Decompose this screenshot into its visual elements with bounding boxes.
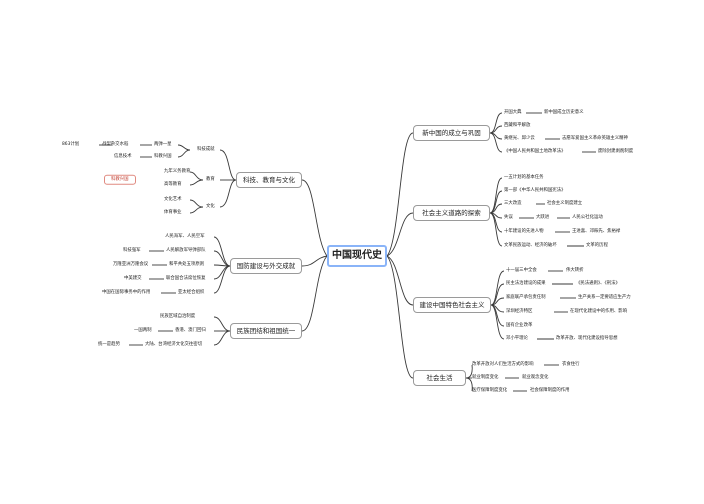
tag-kejiao[interactable]: 科教兴国 [104, 174, 136, 186]
b7-item-2[interactable]: 香港、澳门回归 [175, 327, 206, 333]
b5-subleaf-it[interactable]: 信息技术 [114, 153, 132, 159]
link-center-b4 [386, 255, 414, 379]
branch-b6[interactable]: 国防建设与外交成就 [230, 258, 302, 274]
b6-item-3-leaf[interactable]: 万隆亚洲万隆会议 [113, 261, 149, 267]
b2-item-6-leaf[interactable]: 文革的历程 [586, 242, 608, 248]
b5-item-2-leaf-2[interactable]: 高等教育 [164, 181, 182, 187]
b4-item-2[interactable]: 就业制度变化 [472, 374, 499, 380]
b6-item-2-leaf[interactable]: 科技强军 [123, 247, 141, 253]
b2-item-5[interactable]: 十年建设的先进人物 [504, 228, 544, 234]
b4-item-3-leaf[interactable]: 社会保障制度的作用 [530, 387, 570, 393]
b1-item-3[interactable]: 黄继光、邱少云 [504, 135, 535, 141]
b3-item-2-leaf[interactable]: 《民法通则》、《刑法》 [576, 280, 620, 286]
link-center-b7 [301, 255, 328, 332]
link-center-b1 [386, 132, 414, 257]
b3-item-6-leaf[interactable]: 改革开放、现代化建设指导思想 [556, 335, 618, 341]
b3-item-6[interactable]: 邓小平理论 [506, 335, 528, 341]
b5-item-3-leaf-2[interactable]: 体育事业 [164, 209, 182, 215]
b2-item-5-leaf[interactable]: 王进喜、邓稼先、焦裕禄 [572, 228, 621, 234]
b6-item-4-leaf[interactable]: 中美建交 [124, 275, 142, 281]
b5-item-2[interactable]: 教育 [206, 176, 215, 182]
b2-item-1[interactable]: 一五计划的基本任务 [504, 174, 544, 180]
b6-item-3[interactable]: 和平共处五项原则 [169, 261, 205, 267]
b6-item-5-leaf[interactable]: 中国在国际事务中的作用 [102, 289, 151, 295]
b3-item-4-leaf[interactable]: 在现代化建设中的作用、影响 [570, 308, 628, 314]
branch-b1[interactable]: 新中国的成立与巩固 [413, 125, 490, 141]
b1-item-1-leaf[interactable]: 新中国成立历史意义 [544, 109, 584, 115]
b3-item-3[interactable]: 家庭联产承包责任制 [506, 294, 546, 300]
b2-item-4[interactable]: 失误 [504, 214, 513, 220]
b2-item-3[interactable]: 三大改造 [504, 200, 522, 206]
b5-subleaf-rice[interactable]: 战型杂交水稻 [102, 141, 129, 147]
b6-item-5[interactable]: 亚太经合组织 [178, 289, 205, 295]
b6-item-4[interactable]: 联合国合法席位恢复 [166, 275, 206, 281]
b5-item-3-leaf-1[interactable]: 文化艺术 [164, 196, 182, 202]
b3-item-2[interactable]: 民主法治建设的成果 [506, 280, 546, 286]
b3-item-4[interactable]: 深圳经济特区 [506, 308, 533, 314]
b4-item-1-leaf[interactable]: 衣食住行 [562, 361, 580, 367]
branch-b5[interactable]: 科技、教育与文化 [236, 172, 302, 188]
b3-item-5[interactable]: 国有企业改革 [506, 322, 533, 328]
b4-item-1[interactable]: 改革开放对人们生活方式的影响 [472, 361, 534, 367]
branch-b4[interactable]: 社会生活 [413, 370, 466, 386]
b4-item-2-leaf[interactable]: 就业观念变化 [522, 374, 549, 380]
center-topic[interactable]: 中国现代史 [327, 245, 387, 267]
branch-b7[interactable]: 民族团结和祖国统一 [230, 323, 302, 339]
b5-item-2-leaf-1[interactable]: 九年义务教育 [164, 168, 191, 174]
b2-item-6[interactable]: 文革民族运动、经济的破坏 [504, 242, 557, 248]
b6-item-2[interactable]: 人民解放军导弹部队 [166, 247, 206, 253]
b3-item-1-leaf[interactable]: 伟大转折 [566, 267, 584, 273]
link-center-b2 [386, 212, 414, 257]
b1-item-4-leaf[interactable]: 废除封建剥削制度 [598, 148, 634, 154]
b2-item-2[interactable]: 第一部《中华人民共和国宪法》 [504, 187, 566, 193]
link-center-b6 [301, 255, 328, 267]
b2-item-4-leaf-1[interactable]: 大跃进 [536, 214, 550, 220]
b7-item-3[interactable]: 大陆、台湾经济文化交往密切 [145, 341, 203, 347]
b1-item-4[interactable]: 《中国人民共和国土地改革法》 [504, 148, 566, 154]
b5-item-3[interactable]: 文化 [206, 203, 215, 209]
b5-item-1-leaf-2[interactable]: 科教兴国 [154, 153, 172, 159]
b4-item-3[interactable]: 医疗保障制度变化 [472, 387, 508, 393]
link-center-b3 [386, 255, 414, 306]
b7-item-1[interactable]: 民族区域自治制度 [160, 313, 196, 319]
branch-b3[interactable]: 建设中国特色社会主义 [413, 297, 491, 313]
b5-item-1-leaf-1[interactable]: 两弹一星 [154, 141, 172, 147]
b7-item-3-leaf[interactable]: 统一是趋势 [98, 341, 120, 347]
link-center-b5 [301, 179, 328, 257]
b1-item-2[interactable]: 西藏和平解放 [504, 122, 531, 128]
branch-b2[interactable]: 社会主义道路的探索 [413, 205, 490, 221]
b1-item-1[interactable]: 开国大典 [504, 109, 522, 115]
b5-item-1[interactable]: 科技成就 [197, 146, 215, 152]
b2-item-3-leaf[interactable]: 社会主义制度建立 [547, 200, 583, 206]
b3-item-1[interactable]: 十一届三中全会 [506, 267, 537, 273]
b2-item-4-leaf-2[interactable]: 人民公社化运动 [572, 214, 603, 220]
b1-item-3-leaf[interactable]: 志愿军爱国主义革命英雄主义精神 [562, 135, 628, 141]
b3-item-3-leaf[interactable]: 生产关系一定要适应生产力 [578, 294, 631, 300]
b6-item-1[interactable]: 人民海军、人民空军 [165, 233, 205, 239]
b7-item-2-leaf[interactable]: 一国两制 [134, 327, 152, 333]
b5-subleaf-863[interactable]: 863计划 [62, 141, 80, 147]
